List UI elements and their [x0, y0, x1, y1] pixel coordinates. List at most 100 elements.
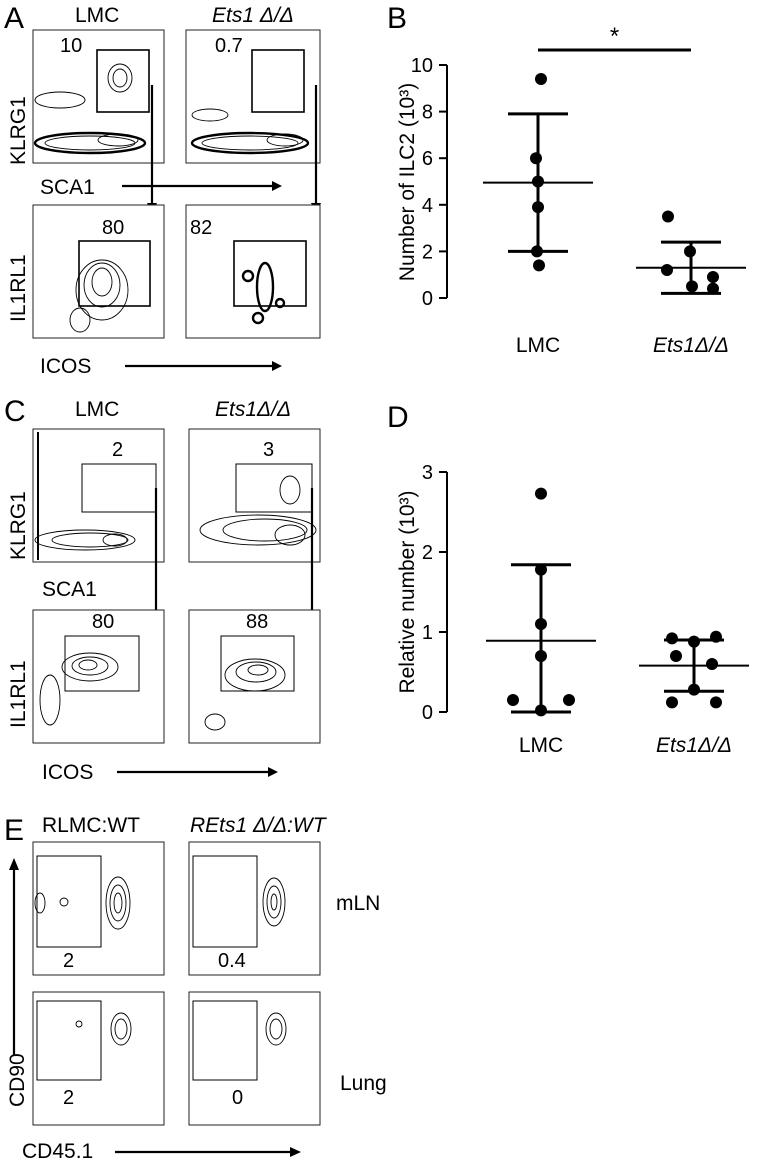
panel-a-contours-bottom-ets1	[241, 261, 286, 325]
panel-a-contours-top-ets1	[190, 108, 310, 155]
panel-c-contours-bottom-lmc	[39, 652, 119, 726]
panel-a-header-lmc: LMC	[75, 4, 119, 27]
panel-a-plot-bottom-lmc	[32, 204, 165, 339]
panel-d-y-tick-label: 2	[422, 542, 433, 564]
panel-c-contours-top-ets1	[199, 475, 317, 546]
panel-e-gate-value-mln-ets1: 0.4	[218, 950, 246, 972]
panel-d-data-point	[507, 694, 519, 706]
panel-a-header-ets1: Ets1 Δ/Δ	[212, 4, 294, 27]
panel-a-gate-value-bottom-lmc: 80	[102, 217, 124, 239]
panel-b-y-tick-label: 2	[422, 241, 433, 263]
panel-d-data-point	[710, 696, 722, 709]
panel-b-data-point	[532, 175, 544, 188]
panel-b-y-tick-label: 6	[422, 148, 433, 170]
panel-a-contours-top-lmc	[33, 63, 147, 155]
panel-b-data-point	[661, 264, 673, 277]
panel-d-data-point	[535, 563, 547, 576]
panel-e-cd90-label: CD90	[6, 1053, 29, 1107]
panel-label-b: B	[387, 2, 407, 35]
panel-a-plot-top-ets1	[185, 29, 321, 164]
panel-e-row-label-mln: mLN	[336, 892, 380, 915]
panel-label-d: D	[387, 401, 409, 434]
panel-b-category-label: LMC	[516, 334, 560, 357]
panel-a-gate-bottom-lmc	[78, 240, 151, 307]
panel-c-icos-label: ICOS	[42, 761, 93, 784]
panel-d-data-point	[535, 704, 547, 717]
panel-d-category-label: Ets1Δ/Δ	[656, 734, 732, 757]
panel-b-data-point	[530, 152, 542, 165]
panel-e-cd451-arrowhead	[290, 1147, 301, 1157]
panel-c-plot-top-lmc	[32, 428, 165, 563]
panel-e-gate-value-lung-ets1: 0	[232, 1087, 243, 1109]
panel-e-gate-value-mln-lmc: 2	[63, 950, 74, 972]
panel-a-gate-value-bottom-ets1: 82	[190, 217, 212, 239]
panel-d-data-point	[666, 632, 678, 645]
panel-b-y-tick-label: 8	[422, 102, 433, 124]
panel-e-plot-lung-lmc	[32, 991, 165, 1126]
panel-b-y-tick-label: 0	[422, 288, 433, 310]
panel-label-c: C	[4, 395, 26, 428]
panel-b-data-point	[684, 245, 696, 258]
panel-b-y-axis-label: Number of ILC2 (10³)	[396, 83, 419, 281]
panel-d-data-point	[688, 683, 700, 696]
panel-d-data-point	[535, 618, 547, 630]
panel-e-plot-mln-ets1	[188, 841, 321, 976]
panel-b-data-point	[532, 201, 544, 214]
panel-b-data-point	[707, 282, 719, 295]
panel-label-a: A	[4, 2, 24, 35]
panel-e-row-label-lung: Lung	[340, 1072, 387, 1095]
panel-c-plot-top-ets1	[188, 428, 321, 563]
panel-c-contours-top-lmc	[34, 432, 136, 560]
panel-c-icos-arrowhead	[268, 767, 278, 777]
panel-d-data-point	[535, 487, 547, 500]
panel-e-header-lmc: RLMC:WT	[42, 814, 140, 837]
panel-b-data-point	[662, 210, 674, 223]
panel-a-gate-bottom-ets1	[233, 240, 307, 307]
panel-c-gate-value-bottom-lmc: 80	[92, 611, 114, 633]
panel-d-y-axis-label: Relative number (10³)	[396, 490, 419, 693]
panel-b-data-point	[531, 245, 543, 258]
panel-d-data-point	[688, 635, 700, 648]
panel-d-category-label: LMC	[519, 734, 563, 757]
panel-e-gate-lung-lmc	[36, 1000, 102, 1081]
panel-a-gate-top-ets1	[251, 49, 305, 113]
panel-label-e: E	[4, 814, 24, 847]
panel-b-data-point	[535, 72, 547, 85]
panel-c-plot-bottom-lmc	[32, 609, 165, 744]
panel-c-sca1-label: SCA1	[42, 578, 97, 601]
panel-c-gate-value-top-ets1: 3	[263, 439, 274, 461]
panel-a-il1rl1-label: IL1RL1	[7, 254, 30, 322]
panel-a-icos-arrowhead	[272, 361, 282, 371]
panel-c-gate-bottom-ets1	[220, 635, 295, 692]
panel-a-gate-value-top-ets1: 0.7	[215, 35, 243, 57]
panel-d-data-point	[706, 658, 718, 670]
panel-c-gate-bottom-lmc	[64, 635, 140, 692]
panel-b-data-point	[533, 259, 545, 272]
panel-b-significance-star: *	[610, 23, 619, 50]
panel-c-gate-value-top-lmc: 2	[112, 439, 123, 461]
panel-d-y-tick-label: 0	[422, 702, 433, 724]
panel-a-gate-top-lmc	[96, 49, 150, 113]
panel-c-contours-bottom-ets1	[204, 658, 286, 731]
panel-e-contours-mln-ets1	[262, 877, 286, 927]
panel-e-contours-lung-lmc	[75, 1012, 132, 1046]
panel-e-plot-mln-lmc	[32, 841, 165, 976]
panel-a-sca1-label: SCA1	[40, 176, 95, 199]
panel-d-y-tick-label: 3	[422, 462, 433, 484]
panel-b-category-label: Ets1Δ/Δ	[653, 334, 729, 357]
panel-e-cd451-label: CD45.1	[22, 1140, 93, 1163]
panel-d-data-point	[710, 630, 722, 643]
panel-a-gate-value-top-lmc: 10	[60, 35, 82, 57]
panel-c-il1rl1-label: IL1RL1	[7, 660, 30, 728]
panel-a-sca1-arrowhead	[272, 181, 282, 191]
panel-b-y-tick-label: 4	[422, 195, 433, 217]
panel-e-gate-lung-ets1	[192, 1000, 258, 1081]
panel-d-data-point	[670, 650, 682, 662]
panel-c-header-lmc: LMC	[75, 398, 119, 421]
panel-b-y-tick-label: 10	[411, 55, 433, 77]
panel-a-icos-label: ICOS	[40, 355, 91, 378]
panel-e-gate-value-lung-lmc: 2	[63, 1087, 74, 1109]
panel-e-gate-mln-lmc	[36, 855, 102, 948]
